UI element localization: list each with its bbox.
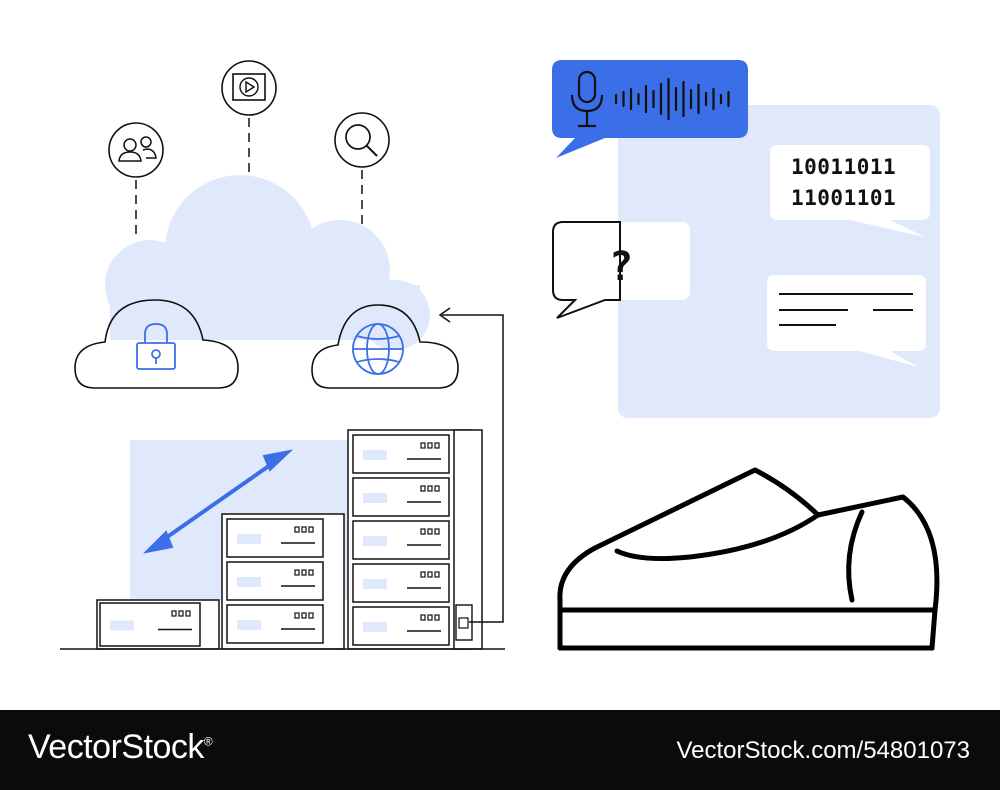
voice-message-bubble xyxy=(552,60,748,158)
double-arrow-icon xyxy=(142,449,294,554)
brand-mark: ® xyxy=(203,734,213,749)
play-icon xyxy=(221,60,277,116)
voice-waveform xyxy=(614,77,730,121)
search-icon xyxy=(334,112,390,168)
globe-cloud xyxy=(311,304,459,389)
lock-cloud xyxy=(74,299,239,389)
question-message-bubble: ? xyxy=(552,221,690,319)
watermark-footer: VectorStock® VectorStock.com/54801073 xyxy=(0,710,1000,790)
chat-panel: 10011011 11001101 ? xyxy=(552,60,940,418)
server-unit xyxy=(352,477,450,517)
lock-icon xyxy=(136,323,176,370)
server-unit xyxy=(352,606,450,646)
network-cable xyxy=(438,307,504,641)
server-unit xyxy=(99,602,201,647)
connector-lines xyxy=(135,118,363,238)
brand-name: VectorStock xyxy=(28,728,204,766)
server-racks xyxy=(60,307,505,650)
binary-message-bubble: 10011011 11001101 xyxy=(770,145,930,237)
rack-side-panel xyxy=(453,429,483,650)
server-unit xyxy=(226,561,324,601)
illustration: 10011011 11001101 ? xyxy=(60,60,940,651)
brand-logo: VectorStock® xyxy=(28,728,213,767)
text-message-bubble xyxy=(767,275,926,367)
globe-icon xyxy=(352,323,404,375)
microphone-icon xyxy=(570,70,604,128)
binary-line-2: 11001101 xyxy=(791,186,896,210)
server-unit xyxy=(352,434,450,474)
server-unit xyxy=(226,604,324,644)
binary-line-1: 10011011 xyxy=(791,155,896,179)
users-icon xyxy=(108,122,164,178)
server-unit xyxy=(352,520,450,560)
sneaker-shoe xyxy=(557,467,940,651)
cloud-cluster xyxy=(74,60,459,389)
server-unit xyxy=(226,518,324,558)
large-cloud xyxy=(105,175,430,350)
image-id: VectorStock.com/54801073 xyxy=(676,737,970,764)
server-unit xyxy=(352,563,450,603)
question-mark: ? xyxy=(609,244,633,290)
